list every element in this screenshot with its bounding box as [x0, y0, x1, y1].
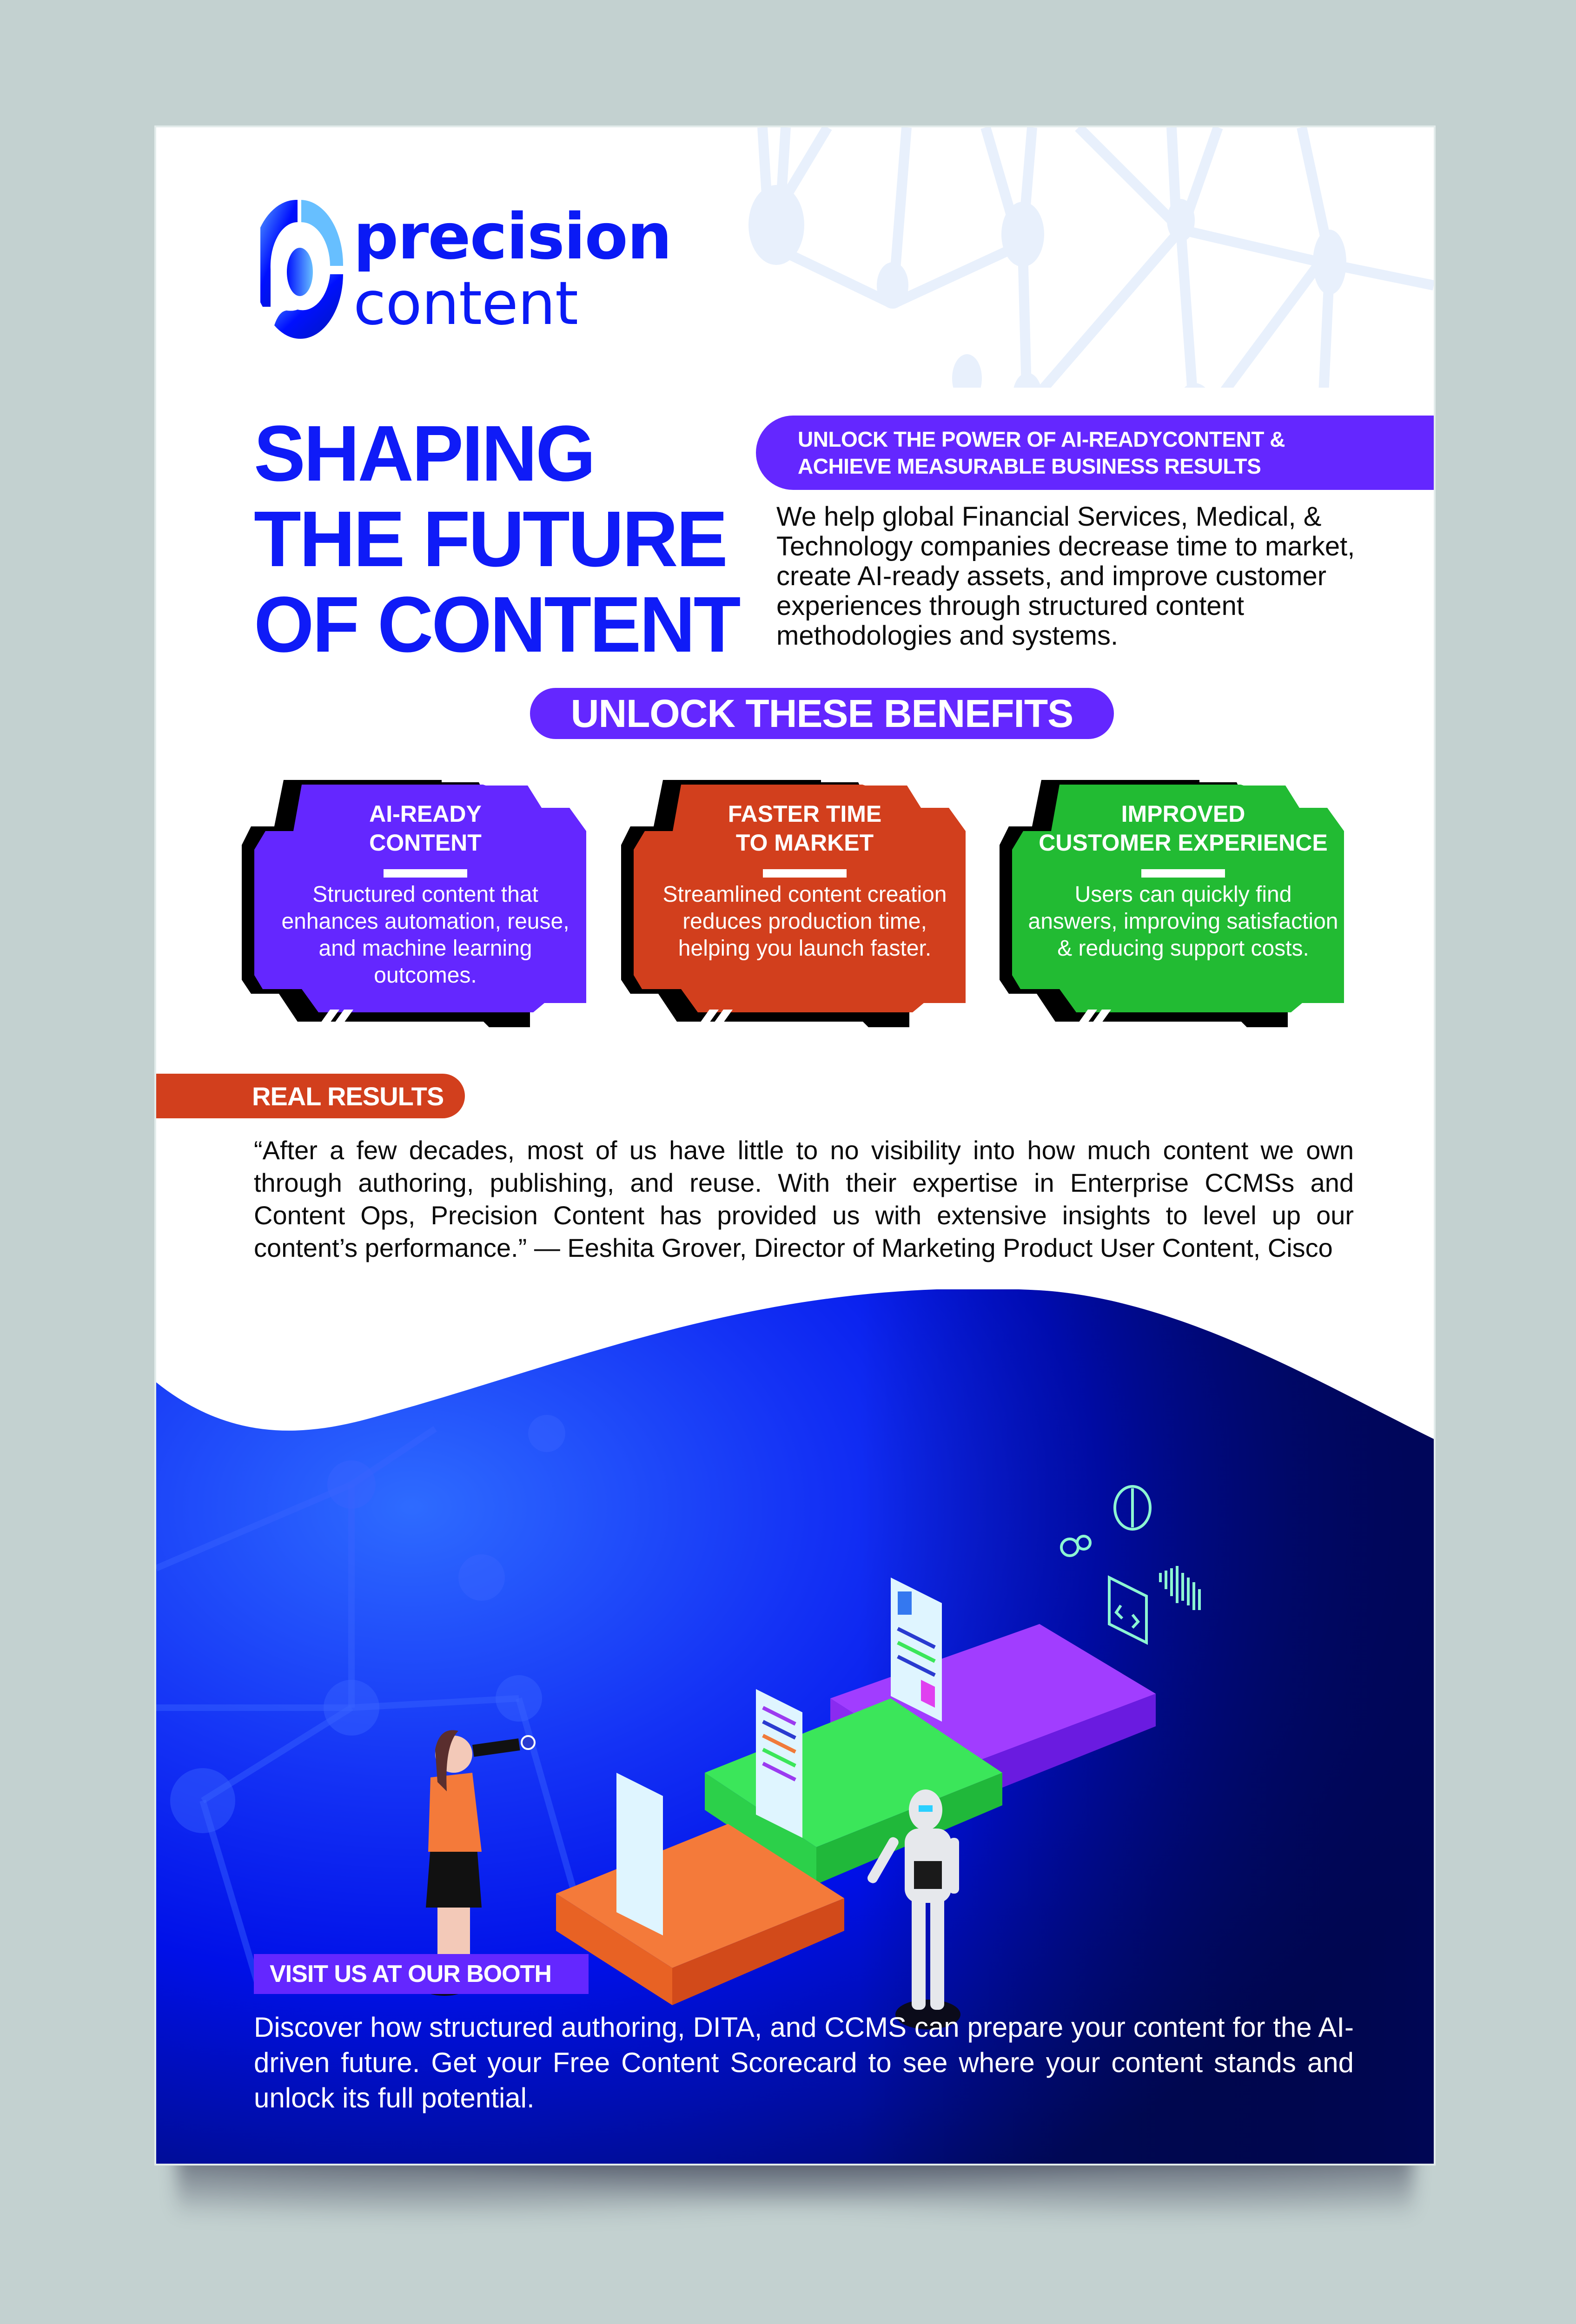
card-frame-shape	[1000, 780, 1344, 1027]
flyer-page: precision content SHAPING THE FUTURE OF …	[156, 127, 1434, 2164]
visit-booth-label: VISIT US AT OUR BOOTH	[254, 1954, 589, 1994]
document-panel	[891, 1578, 942, 1722]
closing-paragraph: Discover how structured authoring, DITA,…	[254, 2012, 1354, 2113]
network-pattern-decoration	[156, 1426, 578, 1988]
gears-icon	[1060, 1535, 1092, 1557]
value-proposition-banner: UNLOCK THE POWER OF AI-READYCONTENT & AC…	[756, 416, 1434, 490]
card-title-line-1: AI-READY	[369, 801, 482, 827]
card-title-line-1: FASTER TIME	[728, 801, 882, 827]
blue-wave-section	[156, 1289, 1434, 2164]
card-divider	[1141, 869, 1225, 878]
card-description: Structured content that enhances automat…	[281, 882, 569, 988]
page-title: SHAPING THE FUTURE OF CONTENT	[254, 409, 741, 669]
card-title-line-2: CUSTOMER EXPERIENCE	[1039, 830, 1328, 856]
card-description: Streamlined content creation reduces pro…	[662, 882, 947, 961]
card-title-line-2: TO MARKET	[735, 830, 874, 856]
benefits-heading: UNLOCK THESE BENEFITS	[530, 688, 1114, 739]
card-frame-shape	[621, 780, 966, 1027]
card-frame-shape	[242, 780, 586, 1027]
code-window-icon	[1108, 1575, 1148, 1645]
banner-line-1: UNLOCK THE POWER OF AI-READYCONTENT &	[798, 427, 1285, 451]
p-ring-logo-icon	[260, 200, 344, 339]
robot-figure	[867, 1789, 960, 2029]
benefit-card-customer-experience: IMPROVED CUSTOMER EXPERIENCE Users can q…	[1000, 772, 1357, 1027]
card-divider	[763, 869, 847, 878]
card-title-line-2: CONTENT	[369, 830, 482, 856]
illustration-isometric-scene	[417, 1485, 1201, 2029]
real-results-label: REAL RESULTS	[156, 1074, 465, 1118]
headline-line-3: OF CONTENT	[254, 581, 741, 669]
card-description: Users can quickly find answers, improvin…	[1028, 882, 1338, 961]
brand-name-precision: precision	[353, 200, 672, 274]
card-title-line-1: IMPROVED	[1121, 801, 1245, 827]
headline-line-2: THE FUTURE	[254, 495, 728, 583]
intro-paragraph: We help global Financial Services, Medic…	[776, 502, 1355, 651]
banner-line-2: ACHIEVE MEASURABLE BUSINESS RESULTS	[798, 454, 1261, 478]
testimonial-quote: “After a few decades, most of us have li…	[254, 1136, 1354, 1262]
benefit-card-faster-time: FASTER TIME TO MARKET Streamlined conten…	[621, 772, 979, 1027]
benefit-card-ai-ready: AI-READY CONTENT Structured content that…	[242, 772, 600, 1027]
network-pattern-decoration	[748, 127, 1434, 388]
document-panel	[756, 1689, 802, 1838]
card-divider	[384, 869, 467, 878]
brand-name-content: content	[353, 269, 578, 338]
headline-line-1: SHAPING	[254, 409, 596, 498]
brain-circuit-icon	[1113, 1485, 1152, 1531]
sound-wave-icon	[1159, 1566, 1201, 1610]
document-panel	[616, 1773, 663, 1935]
